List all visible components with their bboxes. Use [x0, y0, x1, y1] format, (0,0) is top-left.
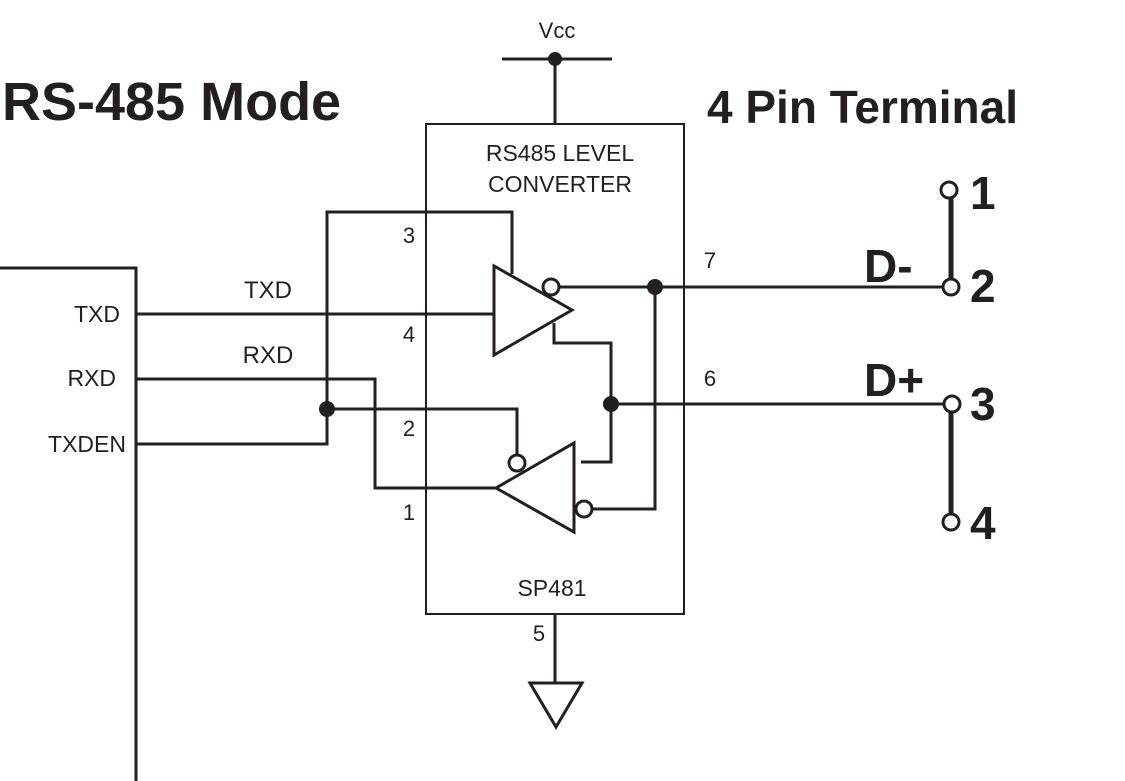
four-pin-terminal: 1 2 3 4 [939, 167, 996, 549]
pin-6-label: 6 [704, 366, 716, 391]
pin-4-label: 4 [403, 322, 415, 347]
mcu-pin-txden-label: TXDEN [48, 431, 126, 457]
receiver-buffer [492, 440, 576, 535]
vcc-label: Vcc [539, 18, 576, 43]
pin-1-label: 1 [403, 500, 415, 525]
terminal-pin-1 [939, 180, 959, 200]
wire-txd-label: TXD [244, 277, 292, 304]
chip-part-number: SP481 [517, 575, 586, 601]
terminal-title: 4 Pin Terminal [707, 81, 1018, 133]
terminal-pin-4-label: 4 [970, 497, 996, 549]
mcu-outline [0, 266, 138, 781]
terminal-pin-3-label: 3 [970, 378, 996, 430]
ground-symbol [527, 681, 585, 730]
driver-inverting-output [541, 277, 561, 297]
pin-7-label: 7 [704, 248, 716, 273]
mcu-pin-txd-label: TXD [74, 301, 120, 327]
terminal-pin-3 [942, 394, 962, 414]
chip-title-line2: CONVERTER [488, 171, 632, 197]
chip-title-line1: RS485 LEVEL [486, 140, 635, 166]
dminus-label: D- [864, 240, 913, 292]
terminal-pin-1-label: 1 [970, 167, 996, 219]
receiver-enable-wire [327, 407, 519, 455]
terminal-pin-4 [941, 512, 961, 532]
terminal-pin-2 [941, 277, 961, 297]
receiver-inverting-input [574, 499, 594, 519]
pin-2-label: 2 [403, 416, 415, 441]
dplus-label: D+ [864, 354, 924, 406]
driver-output-b-wire [552, 323, 613, 464]
dminus-junction [647, 279, 663, 295]
chip-sp481: RS485 LEVEL CONVERTER SP481 3 4 2 1 7 6 … [403, 123, 716, 646]
wire-rxd-label: RXD [243, 342, 294, 369]
mcu-block: TXD RXD TXDEN [0, 266, 138, 781]
rxd-wire [136, 377, 496, 490]
terminal-pin-2-label: 2 [970, 260, 996, 312]
mcu-pin-rxd-label: RXD [67, 365, 116, 391]
receiver-enable-bubble [507, 453, 527, 473]
pin-5-label: 5 [533, 621, 545, 646]
pin-3-label: 3 [403, 223, 415, 248]
txden-junction [319, 401, 335, 417]
diagram-title: RS-485 Mode [2, 72, 341, 132]
txden-wire [136, 210, 514, 446]
receiver-dminus-wire [592, 287, 657, 511]
driver-buffer [492, 263, 576, 358]
chip-outline [425, 123, 685, 615]
